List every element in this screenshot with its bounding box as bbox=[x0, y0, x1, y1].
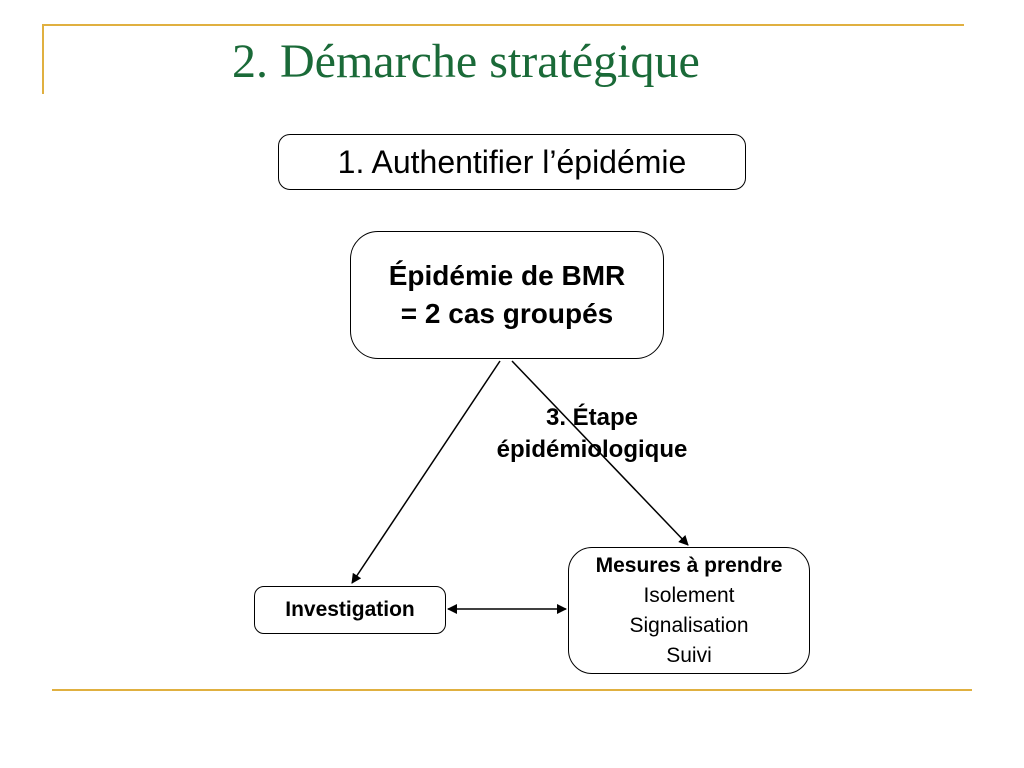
slide-title: 2. Démarche stratégique bbox=[232, 35, 700, 88]
step-3-label: 3. Étape épidémiologique bbox=[472, 402, 712, 466]
bmr-line-2: = 2 cas groupés bbox=[400, 298, 614, 329]
step-1-label: 1. Authentifier l’épidémie bbox=[337, 143, 687, 180]
investigation-label: Investigation bbox=[285, 598, 415, 621]
left-accent-line bbox=[42, 24, 44, 94]
step-1-box: 1. Authentifier l’épidémie bbox=[278, 134, 746, 190]
step-3-line-2: épidémiologique bbox=[496, 436, 688, 463]
measure-item-signalisation: Signalisation bbox=[629, 613, 749, 637]
arrow-to-measures bbox=[511, 360, 689, 546]
measures-heading: Mesures à prendre bbox=[595, 553, 783, 577]
measure-item-isolement: Isolement bbox=[643, 583, 735, 607]
bottom-accent-line bbox=[52, 689, 972, 691]
measure-item-suivi: Suivi bbox=[666, 643, 712, 667]
bmr-line-1: Épidémie de BMR bbox=[388, 260, 626, 291]
arrow-to-investigation bbox=[351, 360, 501, 584]
investigation-box: Investigation bbox=[254, 586, 446, 634]
measures-box: Mesures à prendre Isolement Signalisatio… bbox=[568, 547, 810, 674]
step-3-line-1: 3. Étape bbox=[545, 404, 639, 431]
bmr-epidemic-box: Épidémie de BMR = 2 cas groupés bbox=[350, 231, 664, 359]
top-accent-line bbox=[42, 24, 964, 26]
